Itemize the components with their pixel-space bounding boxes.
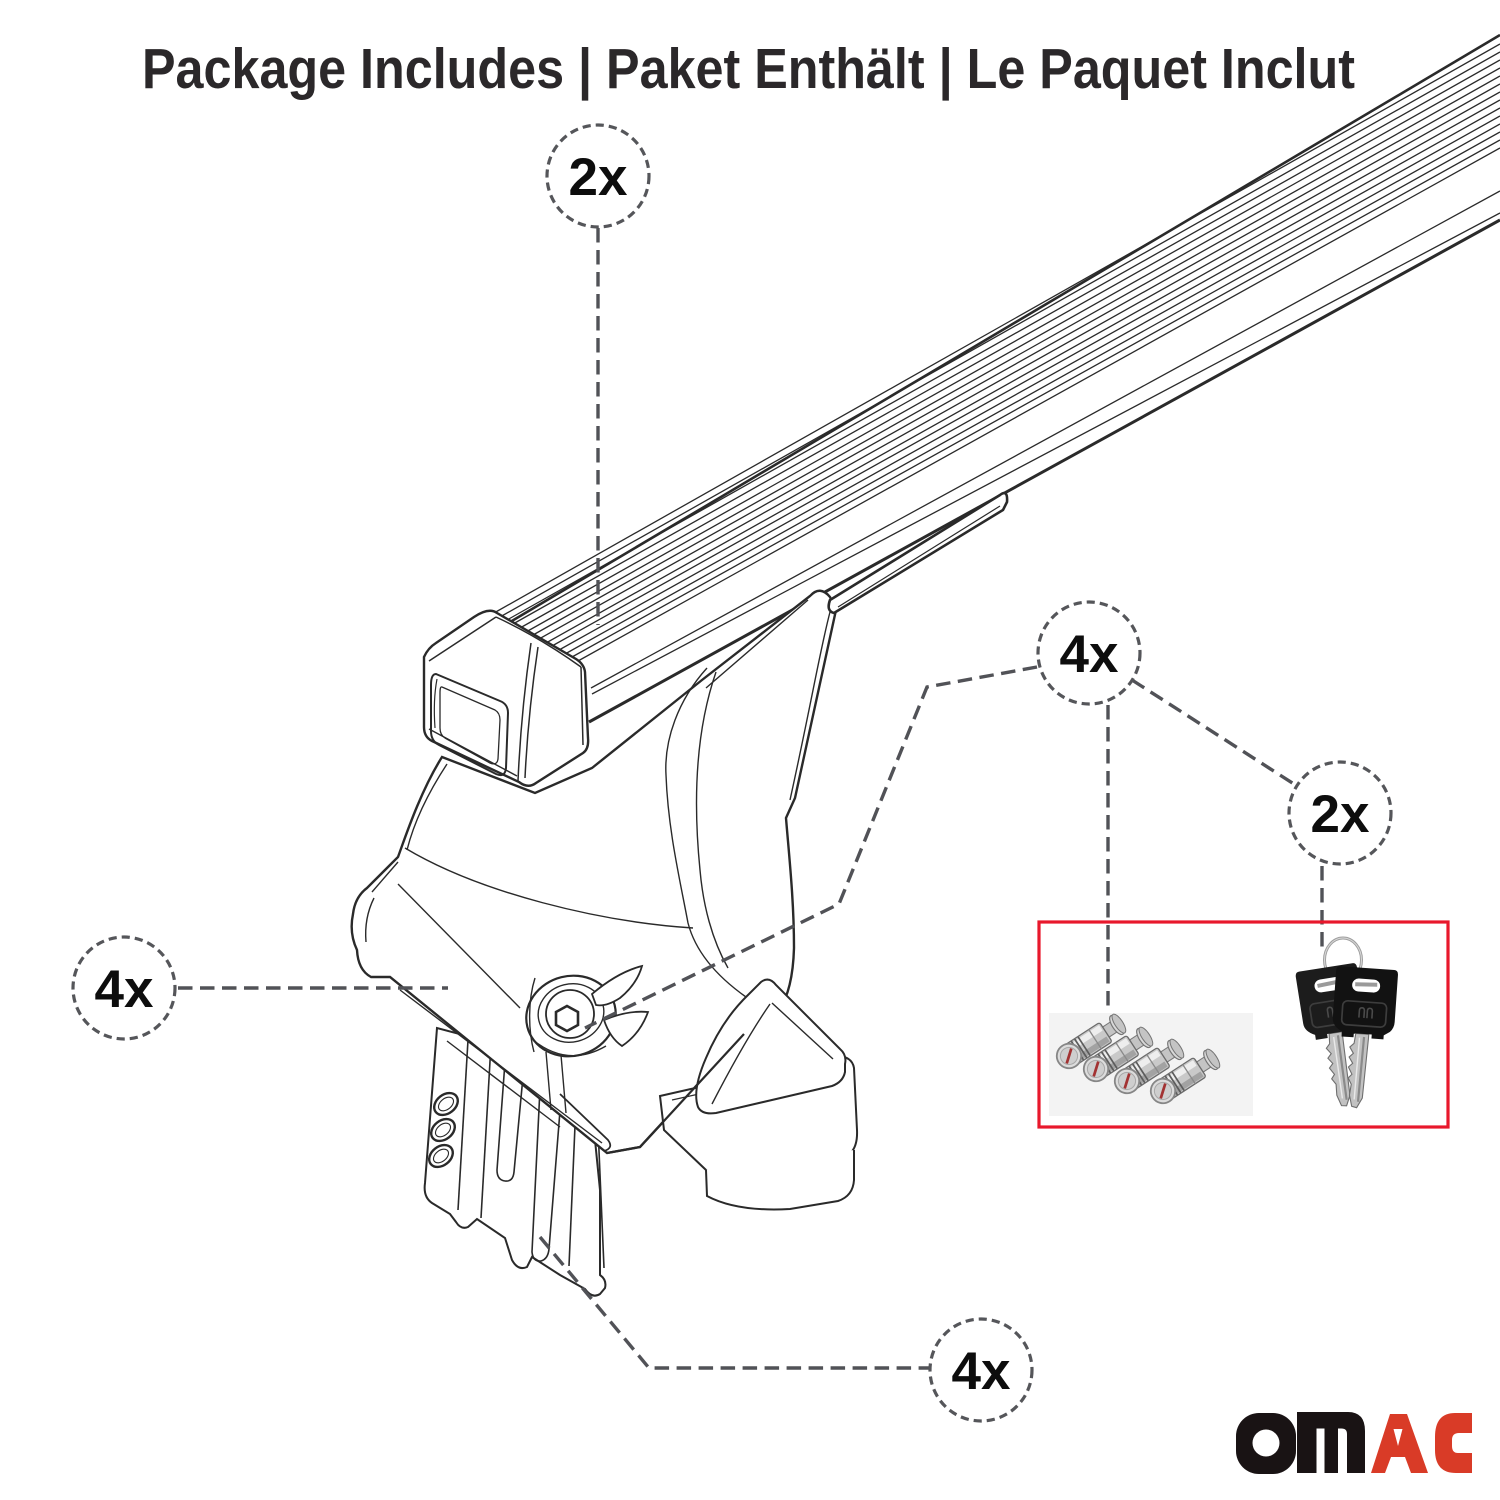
svg-text:2x: 2x xyxy=(569,148,628,207)
svg-text:4x: 4x xyxy=(95,960,154,1019)
svg-text:2x: 2x xyxy=(1311,785,1370,844)
svg-text:4x: 4x xyxy=(952,1342,1011,1401)
svg-text:4x: 4x xyxy=(1060,625,1119,684)
svg-text:Package Includes | Paket Enthä: Package Includes | Paket Enthält | Le Pa… xyxy=(142,37,1355,101)
